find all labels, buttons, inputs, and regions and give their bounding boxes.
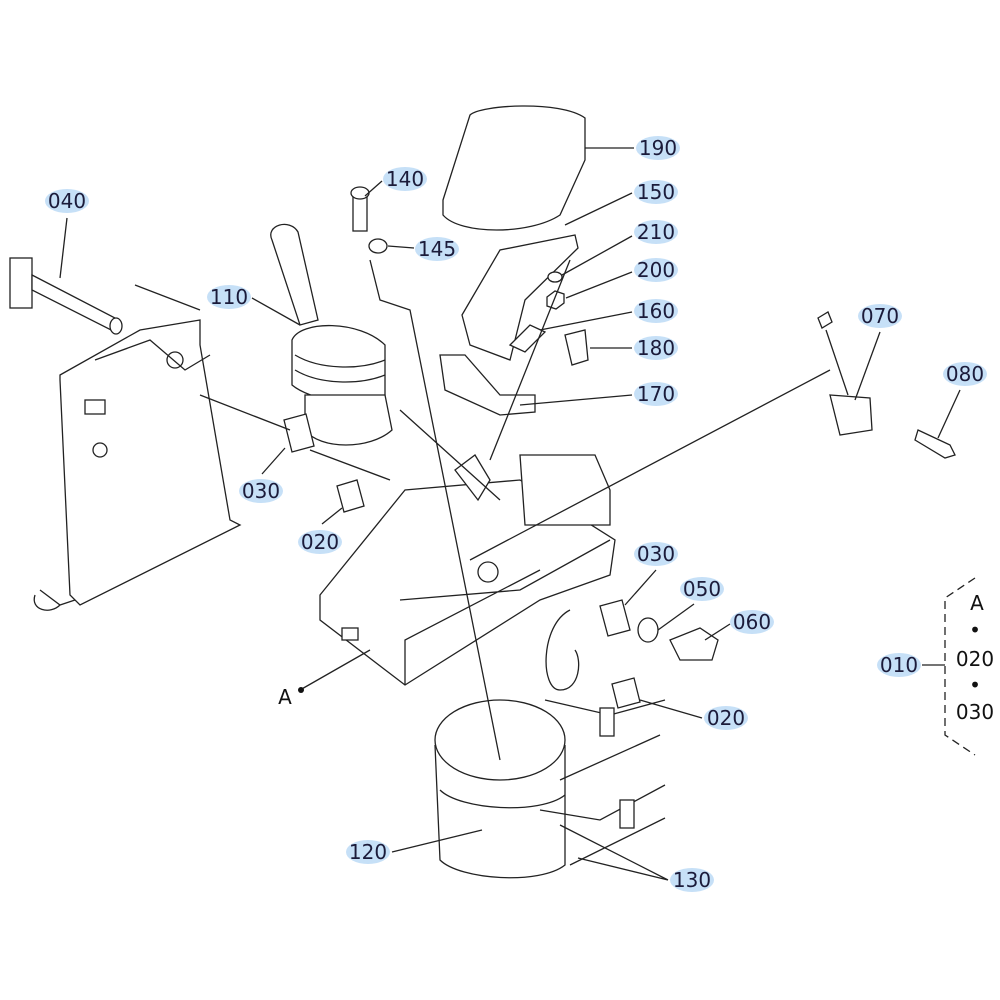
part-020-spacer (336, 479, 365, 513)
callout-080[interactable]: 080 (943, 362, 987, 386)
part-110-joystick (270, 223, 393, 446)
svg-text:140: 140 (386, 167, 424, 191)
callout-190[interactable]: 190 (636, 136, 680, 160)
callout-010[interactable]: 010 (877, 653, 921, 677)
part-190-cover (442, 105, 586, 231)
svg-text:150: 150 (637, 180, 675, 204)
svg-text:050: 050 (683, 577, 721, 601)
svg-text:080: 080 (946, 362, 984, 386)
callout-040[interactable]: 040 (45, 189, 89, 213)
callout-020-left[interactable]: 020 (298, 530, 342, 554)
part-200-nut (546, 290, 565, 310)
part-170-plate (439, 354, 536, 416)
part-140-bolt (352, 194, 368, 232)
part-030-spacer-b (599, 599, 631, 637)
part-base-frame (319, 454, 616, 691)
callout-030-left[interactable]: 030 (239, 479, 283, 503)
callout-145[interactable]: 145 (415, 237, 459, 261)
svg-text:170: 170 (637, 382, 675, 406)
kit-separator: • (969, 618, 981, 642)
svg-text:040: 040 (48, 189, 86, 213)
kit-group-010: A • 020 • 030 (956, 591, 994, 724)
svg-text:010: 010 (880, 653, 918, 677)
part-040-pin (9, 257, 123, 335)
part-130-ties (539, 699, 666, 866)
part-070-switch (817, 311, 873, 436)
svg-text:160: 160 (637, 299, 675, 323)
part-120-boot (434, 699, 566, 879)
svg-text:190: 190 (639, 136, 677, 160)
svg-text:030: 030 (637, 542, 675, 566)
svg-text:020: 020 (707, 706, 745, 730)
svg-text:145: 145 (418, 237, 456, 261)
callout-130[interactable]: 130 (670, 868, 714, 892)
svg-text:180: 180 (637, 336, 675, 360)
part-drawings (9, 105, 956, 879)
callout-180[interactable]: 180 (634, 336, 678, 360)
svg-text:110: 110 (210, 285, 248, 309)
callout-210[interactable]: 210 (634, 220, 678, 244)
callout-200[interactable]: 200 (634, 258, 678, 282)
svg-text:120: 120 (349, 840, 387, 864)
leader-lines (59, 147, 976, 881)
part-030-spacer (283, 413, 315, 453)
kit-item-020: 020 (956, 647, 994, 671)
svg-text:020: 020 (301, 530, 339, 554)
callout-160[interactable]: 160 (634, 299, 678, 323)
kit-item-a: A (970, 591, 984, 615)
callout-120[interactable]: 120 (346, 840, 390, 864)
callout-070[interactable]: 070 (858, 304, 902, 328)
svg-text:070: 070 (861, 304, 899, 328)
part-050-washer (637, 617, 659, 643)
part-080-screw (914, 429, 956, 459)
part-060-bolt (669, 627, 719, 661)
svg-text:200: 200 (637, 258, 675, 282)
part-bracket-plate (33, 284, 242, 611)
callout-110[interactable]: 110 (207, 285, 251, 309)
callout-030-right[interactable]: 030 (634, 542, 678, 566)
callout-050[interactable]: 050 (680, 577, 724, 601)
callout-060[interactable]: 060 (730, 610, 774, 634)
part-020-spacer-b (611, 677, 641, 709)
part-180-bolt (564, 329, 589, 366)
reference-marker-a: A (278, 685, 292, 709)
kit-separator: • (969, 673, 981, 697)
svg-text:060: 060 (733, 610, 771, 634)
callout-170[interactable]: 170 (634, 382, 678, 406)
part-160-bolt (508, 324, 547, 353)
svg-text:130: 130 (673, 868, 711, 892)
callout-140[interactable]: 140 (383, 167, 427, 191)
svg-text:030: 030 (242, 479, 280, 503)
kit-item-030: 030 (956, 700, 994, 724)
part-210-washer (547, 271, 563, 283)
callout-150[interactable]: 150 (634, 180, 678, 204)
callout-020-right[interactable]: 020 (704, 706, 748, 730)
part-145-washer (368, 238, 388, 254)
svg-text:210: 210 (637, 220, 675, 244)
